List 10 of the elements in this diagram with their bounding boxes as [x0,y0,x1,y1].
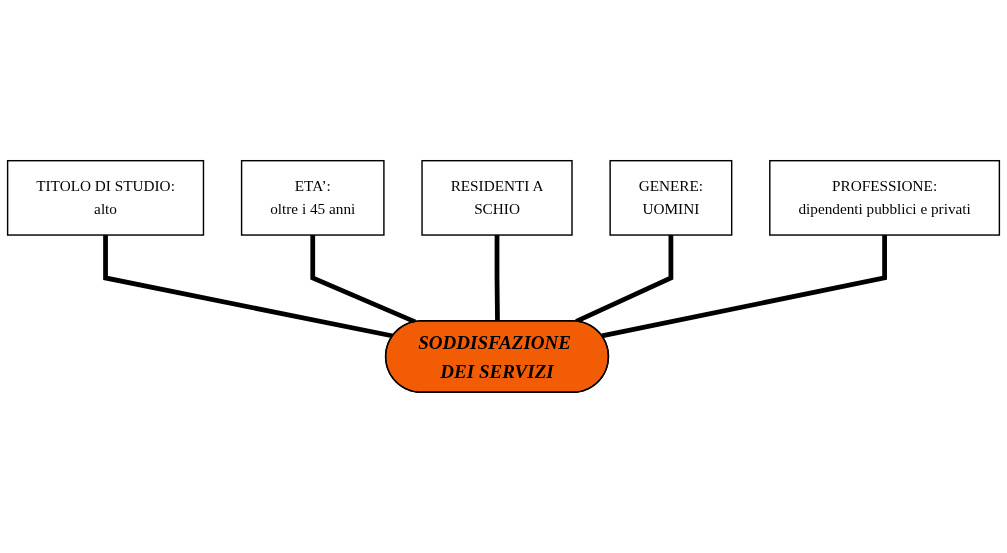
node-box: TITOLO DI STUDIO: alto [6,159,205,236]
connector [601,235,887,339]
node-box: GENERE: UOMINI [609,159,733,236]
node-box: RESIDENTI A SCHIO [421,159,573,236]
connector [494,235,500,322]
connector [310,235,417,325]
connector [575,235,674,324]
node-box: ETA’: oltre i 45 anni [240,159,385,236]
connector [103,235,394,339]
node-box: PROFESSIONE: dipendenti pubblici e privati [769,159,1001,236]
